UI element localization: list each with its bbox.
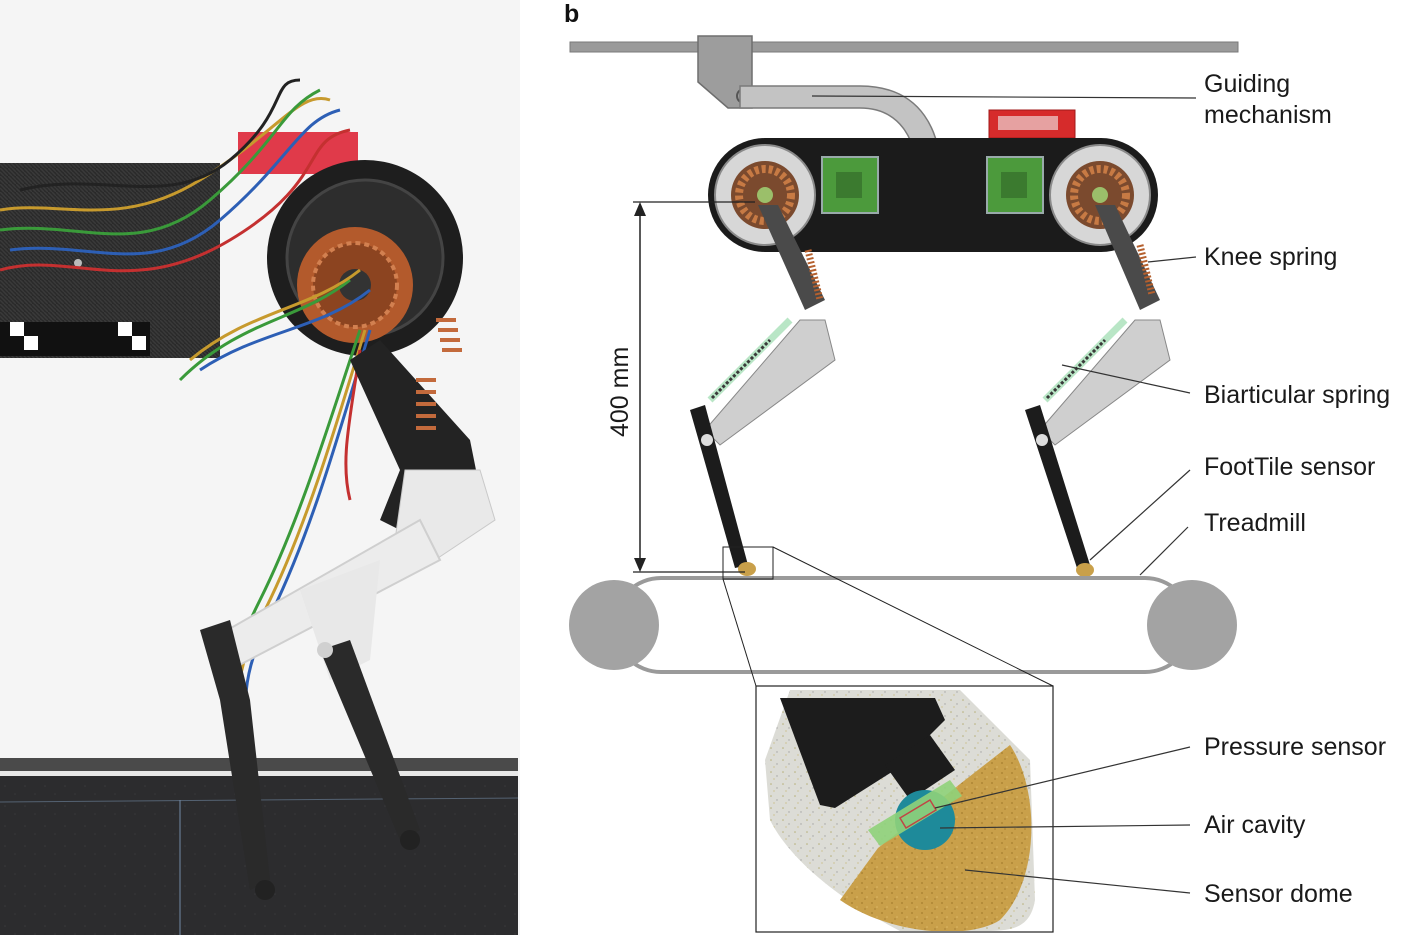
label-guiding-line2: mechanism xyxy=(1204,101,1332,129)
label-treadmill: Treadmill xyxy=(1204,509,1306,537)
height-dimension: 400 mm xyxy=(606,201,755,573)
leg-left xyxy=(690,205,836,576)
guide-rail xyxy=(569,41,1239,53)
zoom-source-box xyxy=(722,546,774,580)
label-guiding-line1: Guiding xyxy=(1204,70,1290,98)
panel-letter-b: b xyxy=(564,0,579,28)
label-knee-spring: Knee spring xyxy=(1204,243,1337,271)
leader-lines xyxy=(811,95,1197,894)
robot-body xyxy=(708,138,1158,252)
label-biarticular-spring: Biarticular spring xyxy=(1204,381,1390,409)
foot-inset xyxy=(755,685,1054,933)
hip-motor-right xyxy=(1049,144,1151,246)
hip-motor-left xyxy=(714,144,816,246)
label-air-cavity: Air cavity xyxy=(1204,811,1306,839)
label-sensor-dome: Sensor dome xyxy=(1204,880,1353,908)
foottile-right xyxy=(1076,563,1094,577)
photo-springs xyxy=(416,318,462,430)
photo-leg xyxy=(200,340,496,900)
panel-b: b xyxy=(564,0,1390,933)
leg-right xyxy=(1025,205,1171,577)
foottile-left xyxy=(738,562,756,576)
label-foottile-sensor: FootTile sensor xyxy=(1204,453,1375,481)
pcb-right xyxy=(986,156,1044,214)
pressure-sensor-shape xyxy=(868,780,962,846)
dimension-label: 400 mm xyxy=(606,347,634,437)
pcb-left xyxy=(821,156,879,214)
treadmill xyxy=(569,576,1237,674)
photo-checker-marker xyxy=(0,322,150,356)
robot-photo xyxy=(0,0,520,935)
label-pressure-sensor: Pressure sensor xyxy=(1204,733,1386,761)
